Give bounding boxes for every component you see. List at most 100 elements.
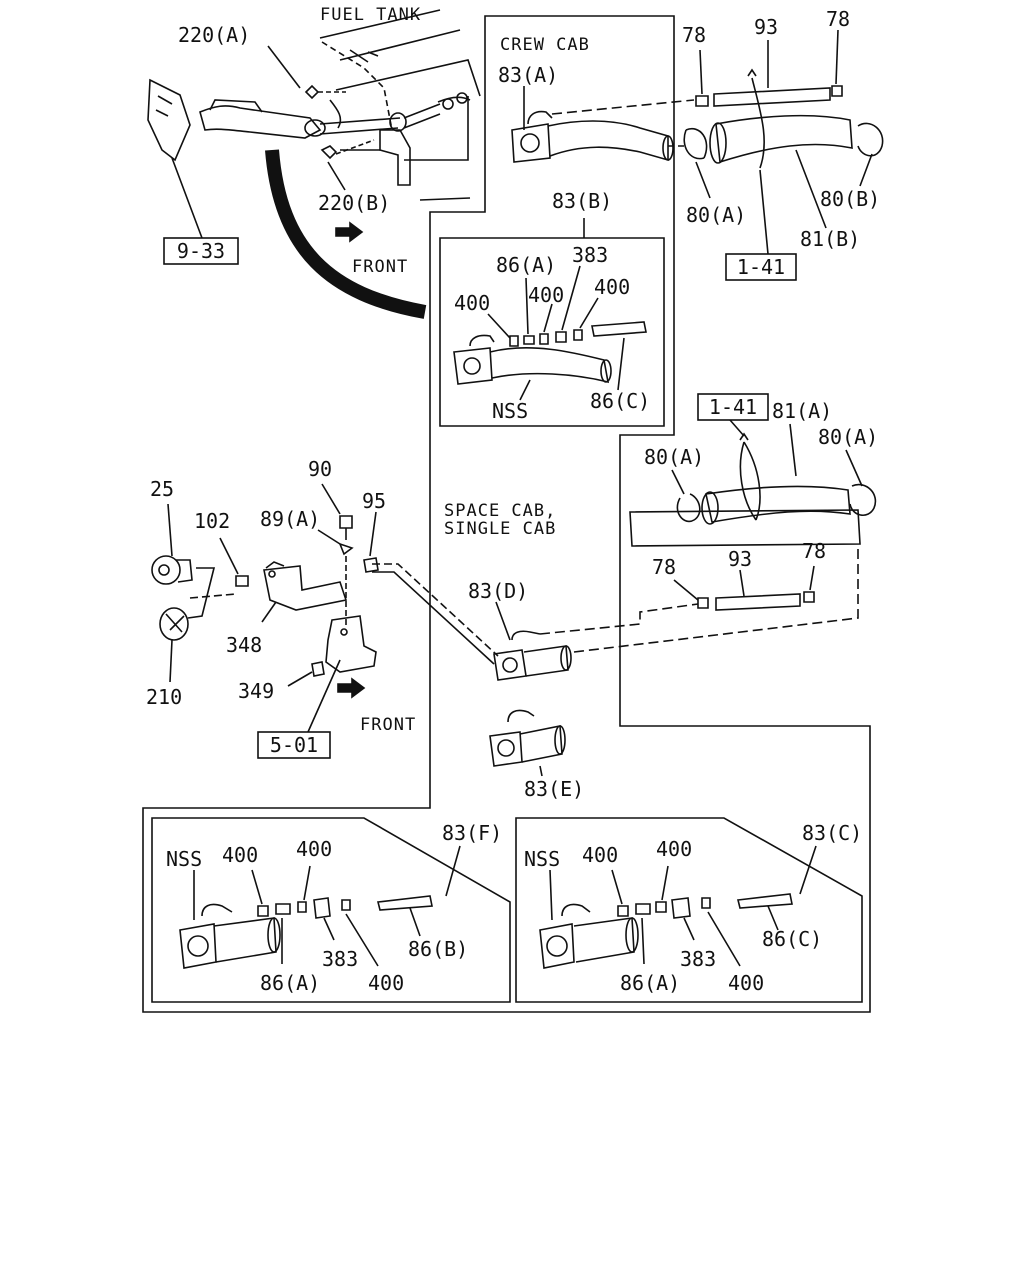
dash-space-2 bbox=[573, 548, 859, 653]
ring-80a-l bbox=[676, 493, 701, 523]
filler-neck-assembly bbox=[147, 78, 471, 186]
label-400-f2: 400 bbox=[296, 837, 332, 861]
dash-bracket-2 bbox=[372, 571, 495, 665]
pipe-nss-c bbox=[539, 903, 639, 969]
label-83a: 83(A) bbox=[498, 63, 558, 87]
label-86c-nssb: 86(C) bbox=[590, 389, 650, 413]
clip-78-b bbox=[831, 85, 843, 97]
label-25: 25 bbox=[150, 477, 174, 501]
bracket-348 bbox=[263, 561, 348, 611]
label-83b: 83(B) bbox=[552, 189, 612, 213]
leader-349 bbox=[287, 671, 313, 687]
label-83e: 83(E) bbox=[524, 777, 584, 801]
connection-curve bbox=[265, 149, 427, 319]
ref-box-1-41-a[interactable]: 1-41 bbox=[725, 253, 797, 281]
leader-78-d bbox=[809, 565, 815, 591]
front-arrow-1 bbox=[335, 221, 364, 243]
nss-83c-box bbox=[515, 817, 863, 1003]
ref-box-1-41-b[interactable]: 1-41 bbox=[697, 393, 769, 421]
label-349: 349 bbox=[238, 679, 274, 703]
leader-nss-f bbox=[193, 845, 461, 967]
nss-83f-box bbox=[151, 817, 511, 1003]
fuel-tank-lines bbox=[319, 9, 481, 201]
label-400-c3: 400 bbox=[728, 971, 764, 995]
leader-nss-c bbox=[549, 845, 817, 967]
nss-f-parts bbox=[257, 895, 433, 919]
dash-space-1 bbox=[539, 603, 699, 635]
leader-93-b bbox=[739, 569, 745, 597]
label-78-b: 78 bbox=[826, 7, 850, 31]
label-400-c2: 400 bbox=[656, 837, 692, 861]
ref-1-41-a-label: 1-41 bbox=[737, 255, 785, 279]
pipe-83a bbox=[511, 110, 674, 163]
dash-bracket-3 bbox=[189, 593, 237, 599]
ring-80a-top bbox=[683, 127, 708, 160]
label-86b-f: 86(B) bbox=[408, 937, 468, 961]
label-102: 102 bbox=[194, 509, 230, 533]
dash-bracket bbox=[372, 563, 499, 657]
label-80a-l: 80(A) bbox=[644, 445, 704, 469]
pipe-83e bbox=[489, 709, 566, 767]
label-83c: 83(C) bbox=[802, 821, 862, 845]
leader-83d bbox=[495, 601, 511, 641]
dash-25-210 bbox=[187, 567, 216, 619]
label-348: 348 bbox=[226, 633, 262, 657]
leader-80b bbox=[859, 153, 873, 187]
label-78-c: 78 bbox=[652, 555, 676, 579]
leader-89a bbox=[317, 529, 341, 545]
label-93-b: 93 bbox=[728, 547, 752, 571]
leader-81a bbox=[789, 423, 797, 477]
ref-9-33-label: 9-33 bbox=[177, 239, 225, 263]
label-89a: 89(A) bbox=[260, 507, 320, 531]
leader-80a-top bbox=[695, 161, 711, 199]
clip-78-c bbox=[697, 597, 709, 609]
leader-78-a bbox=[699, 49, 703, 95]
label-80a-r: 80(A) bbox=[818, 425, 878, 449]
leader-220a bbox=[267, 45, 301, 89]
dash-83a-78 bbox=[551, 99, 695, 115]
section-crew-cab: CREW CAB bbox=[500, 35, 590, 55]
leader-95 bbox=[369, 511, 377, 557]
nss-b-parts bbox=[509, 321, 647, 347]
label-210: 210 bbox=[146, 685, 182, 709]
hose-81b-end bbox=[709, 122, 727, 164]
label-78-d: 78 bbox=[802, 539, 826, 563]
leader-220b bbox=[327, 161, 346, 191]
hose-81a-end bbox=[701, 491, 719, 525]
bracket-lower bbox=[325, 615, 377, 673]
label-80a-top: 80(A) bbox=[686, 203, 746, 227]
label-400-f1: 400 bbox=[222, 843, 258, 867]
leader-81b bbox=[795, 149, 827, 229]
leader-83e bbox=[539, 765, 543, 777]
hose-81b bbox=[715, 114, 853, 164]
tube-93-a bbox=[713, 87, 831, 107]
label-86a-c: 86(A) bbox=[620, 971, 680, 995]
pipe-83d bbox=[493, 630, 572, 681]
section-fuel-tank: FUEL TANK bbox=[320, 5, 421, 25]
ref-box-9-33[interactable]: 9-33 bbox=[163, 237, 239, 265]
label-86c-c: 86(C) bbox=[762, 927, 822, 951]
leader-80a-l bbox=[671, 469, 685, 495]
label-93-a: 93 bbox=[754, 15, 778, 39]
hose-81a bbox=[705, 485, 851, 523]
leader-nss-b bbox=[487, 265, 625, 401]
pipe-nss-f bbox=[179, 903, 281, 969]
bolt-95 bbox=[363, 557, 379, 573]
clip-78-d bbox=[803, 591, 815, 603]
label-383-nssb: 383 bbox=[572, 243, 608, 267]
bolt-90 bbox=[339, 515, 353, 540]
ref-box-5-01[interactable]: 5-01 bbox=[257, 731, 331, 759]
label-220b: 220(B) bbox=[318, 191, 390, 215]
leader-90 bbox=[321, 483, 341, 515]
front-label-1: FRONT bbox=[352, 257, 408, 277]
nss-c-parts bbox=[617, 893, 793, 919]
label-80b: 80(B) bbox=[820, 187, 880, 211]
crew-cab-frame bbox=[142, 15, 871, 1013]
leader-78-c bbox=[673, 579, 699, 601]
leader-348 bbox=[261, 601, 277, 623]
leader-102 bbox=[219, 537, 239, 575]
section-single-cab: SINGLE CAB bbox=[444, 519, 556, 539]
nut-349 bbox=[311, 661, 325, 677]
nss-83b-box bbox=[439, 237, 665, 427]
